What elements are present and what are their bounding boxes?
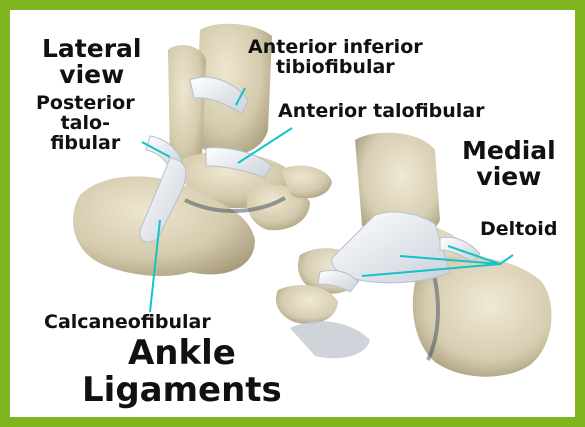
lateral-view-line-1: Lateral xyxy=(42,36,141,62)
illustration-panel: Lateral view Anterior inferior tibiofibu… xyxy=(10,10,575,417)
medial-view-line-1: Medial xyxy=(462,138,556,164)
medial-view-label: Medial view xyxy=(462,138,556,191)
lateral-view-line-2: view xyxy=(42,62,141,88)
calcaneofibular-label: Calcaneofibular xyxy=(44,313,211,333)
anterior-talofibular-label: Anterior talofibular xyxy=(278,102,485,122)
anterior-inferior-tibiofibular-label: Anterior inferior tibiofibular xyxy=(248,38,423,78)
medial-view-line-2: view xyxy=(462,164,556,190)
lateral-view-label: Lateral view xyxy=(42,36,141,89)
deltoid-label: Deltoid xyxy=(480,220,557,240)
title-line-1: Ankle xyxy=(82,335,282,372)
posterior-talofibular-label: Posterior talo- fibular xyxy=(36,94,135,154)
posterior-talofibular-line-1: Posterior xyxy=(36,94,135,114)
title-line-2: Ligaments xyxy=(82,372,282,409)
page-title: Ankle Ligaments xyxy=(82,335,282,410)
anterior-inferior-tibiofibular-line-1: Anterior inferior xyxy=(248,38,423,58)
anterior-inferior-tibiofibular-line-2: tibiofibular xyxy=(248,58,423,78)
posterior-talofibular-line-2: talo- xyxy=(36,114,135,134)
posterior-talofibular-line-3: fibular xyxy=(36,134,135,154)
